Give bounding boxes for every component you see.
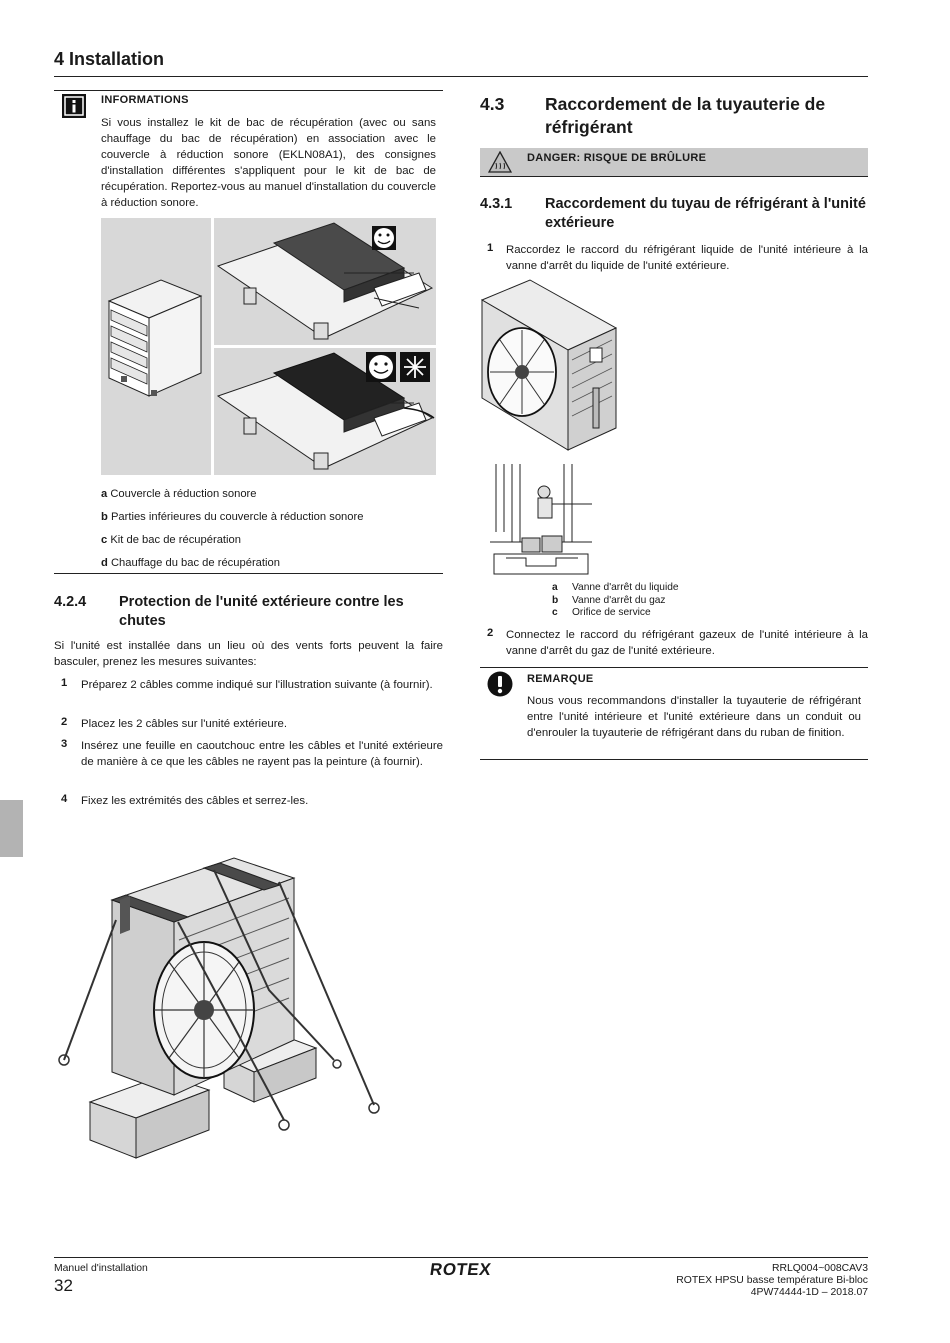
footer-manual-label: Manuel d'installation bbox=[54, 1263, 148, 1274]
danger-banner: DANGER: RISQUE DE BRÛLURE bbox=[480, 148, 868, 177]
remark-box-top-rule bbox=[480, 667, 868, 668]
info-legend-b: b Parties inférieures du couvercle à réd… bbox=[101, 511, 364, 523]
section-424-number: 4.2.4 bbox=[54, 594, 87, 610]
section-424-step-3-num: 3 bbox=[61, 738, 68, 750]
chapter-title: 4 Installation bbox=[54, 49, 165, 69]
info-icon bbox=[62, 94, 86, 123]
section-431-step-1-num: 1 bbox=[487, 242, 494, 254]
section-424-step-1: Préparez 2 câbles comme indiqué sur l'il… bbox=[81, 679, 433, 691]
footer-doc-ref: 4PW74444-1D – 2018.07 bbox=[750, 1287, 868, 1298]
section-424-intro: Si l'unité est installée dans un lieu où… bbox=[54, 640, 443, 668]
page-number: 32 bbox=[54, 1276, 73, 1295]
info-box-text: Si vous installez le kit de bac de récup… bbox=[101, 117, 436, 209]
danger-text: DANGER: RISQUE DE BRÛLURE bbox=[527, 152, 707, 164]
section-431-title: Raccordement du tuyau de réfrigérant à l… bbox=[545, 196, 866, 231]
info-legend-d: d Chauffage du bac de récupération bbox=[101, 557, 280, 569]
section-431-step-2-num: 2 bbox=[487, 627, 494, 639]
info-box-title: INFORMATIONS bbox=[101, 94, 189, 106]
valve-legend-b-key: b bbox=[552, 595, 559, 606]
section-424-step-2-num: 2 bbox=[61, 716, 68, 728]
info-box-top-rule bbox=[54, 90, 443, 91]
section-424-title: Protection de l'unité extérieure contre … bbox=[119, 594, 404, 629]
section-424-step-2: Placez les 2 câbles sur l'unité extérieu… bbox=[81, 718, 288, 730]
footer-model: RRLQ004~008CAV3 bbox=[772, 1263, 868, 1274]
info-legend-a: a Couvercle à réduction sonore bbox=[101, 488, 257, 500]
hot-surface-warning-icon bbox=[487, 150, 513, 178]
exclamation-icon bbox=[487, 671, 513, 702]
valve-legend-a-key: a bbox=[552, 582, 558, 593]
cable-tiedown-illustration bbox=[54, 840, 424, 1205]
valve-legend-a: Vanne d'arrêt du liquide bbox=[572, 582, 679, 593]
outdoor-unit-illustration bbox=[478, 278, 618, 463]
chapter-side-tab bbox=[0, 800, 23, 857]
section-424-step-1-num: 1 bbox=[61, 677, 68, 689]
section-431-step-1: Raccordez le raccord du réfrigérant liqu… bbox=[506, 244, 868, 272]
header-rule bbox=[54, 76, 868, 77]
noise-cover-figure-top bbox=[214, 218, 436, 345]
remark-text: Nous vous recommandons d'installer la tu… bbox=[527, 695, 861, 739]
section-431-number: 4.3.1 bbox=[480, 196, 513, 212]
noise-cover-figure-bottom bbox=[214, 348, 436, 475]
info-box-bottom-rule bbox=[54, 573, 443, 574]
remark-title: REMARQUE bbox=[527, 673, 594, 685]
section-431-step-2: Connectez le raccord du réfrigérant gaze… bbox=[506, 629, 868, 657]
footer-rule bbox=[54, 1257, 868, 1258]
valve-legend-b: Vanne d'arrêt du gaz bbox=[572, 595, 666, 606]
valve-legend-c-key: c bbox=[552, 607, 558, 618]
valve-detail-illustration bbox=[486, 462, 596, 585]
info-legend-c: c Kit de bac de récupération bbox=[101, 534, 241, 546]
section-424-step-4: Fixez les extrémités des câbles et serre… bbox=[81, 795, 309, 807]
section-424-step-4-num: 4 bbox=[61, 793, 68, 805]
noise-cover-figure-left bbox=[101, 218, 211, 475]
section-43-title: Raccordement de la tuyauterie de réfrigé… bbox=[545, 94, 826, 137]
section-43-number: 4.3 bbox=[480, 94, 505, 114]
rotex-logo: ROTEX bbox=[428, 1260, 493, 1279]
remark-box-bottom-rule bbox=[480, 759, 868, 760]
section-424-step-3: Insérez une feuille en caoutchouc entre … bbox=[81, 740, 443, 768]
footer-product: ROTEX HPSU basse température Bi-bloc bbox=[676, 1275, 868, 1286]
valve-legend-c: Orifice de service bbox=[572, 607, 651, 618]
